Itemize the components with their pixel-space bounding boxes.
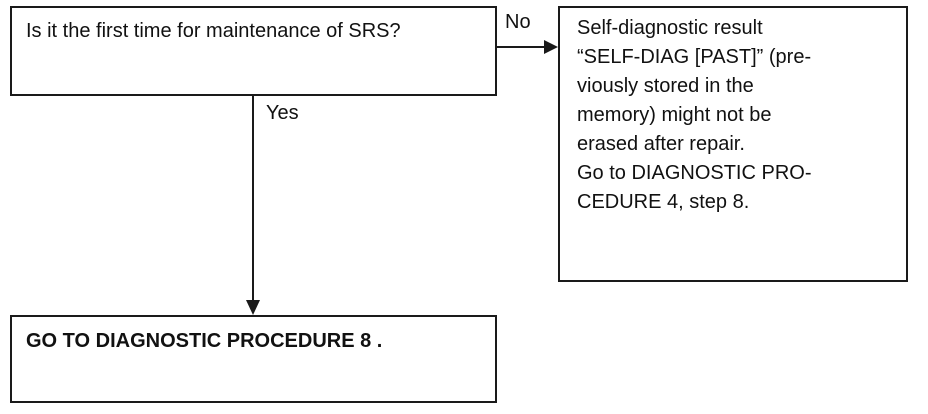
no-result-line: erased after repair. xyxy=(577,133,745,155)
no-branch-label: No xyxy=(505,11,531,33)
no-result-line: Go to DIAGNOSTIC PRO- xyxy=(577,162,812,184)
yes-arrowhead xyxy=(246,300,260,315)
no-result-line: memory) might not be xyxy=(577,104,772,126)
no-result-line: CEDURE 4, step 8. xyxy=(577,191,750,213)
yes-result-text: GO TO DIAGNOSTIC PROCEDURE 8 . xyxy=(26,330,383,352)
no-result-line: viously stored in the xyxy=(577,75,754,97)
no-result-line: “SELF-DIAG [PAST]” (pre- xyxy=(577,46,812,68)
question-text: Is it the first time for maintenance of … xyxy=(26,20,401,42)
yes-result-box: GO TO DIAGNOSTIC PROCEDURE 8 . xyxy=(10,315,497,403)
question-box: Is it the first time for maintenance of … xyxy=(10,6,497,96)
no-arrowhead xyxy=(544,40,558,54)
no-result-line: Self-diagnostic result xyxy=(577,17,763,39)
no-result-box: Self-diagnostic result “SELF-DIAG [PAST]… xyxy=(558,6,908,282)
yes-branch-label: Yes xyxy=(266,102,299,124)
